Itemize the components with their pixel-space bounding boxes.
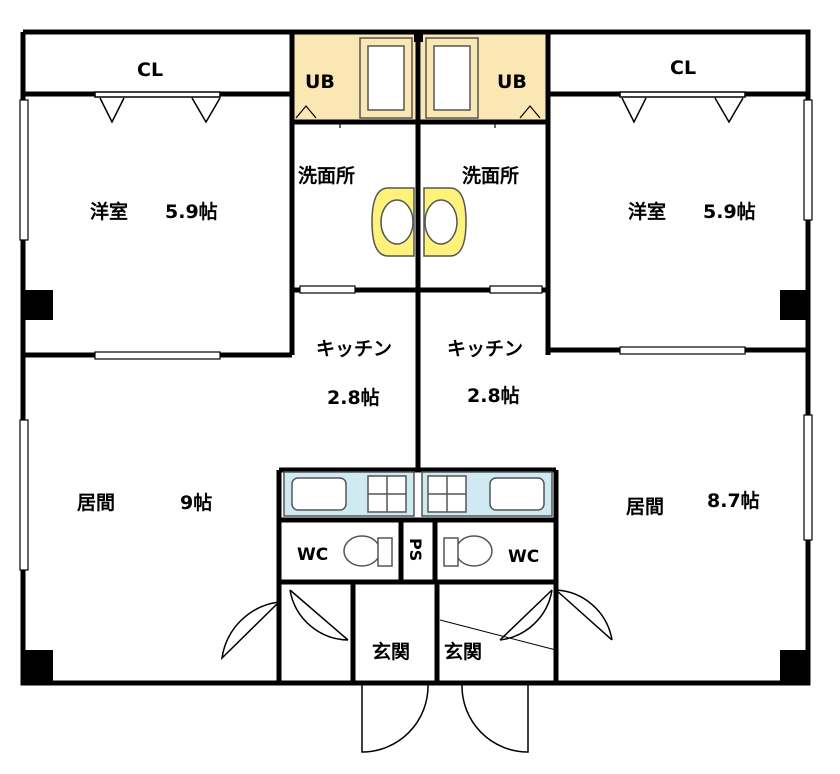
bath-left-label: UB bbox=[305, 71, 335, 93]
door-swings bbox=[220, 589, 613, 753]
pillars bbox=[23, 32, 808, 683]
bedroom-left-name: 洋室 bbox=[90, 201, 129, 223]
pipe-space-label: PS bbox=[406, 538, 425, 562]
kitchen-right-size: 2.8帖 bbox=[467, 385, 520, 407]
washroom-left-label: 洗面所 bbox=[298, 165, 356, 187]
closet-doors bbox=[94, 91, 746, 124]
living-right-name: 居間 bbox=[626, 496, 665, 518]
bathtubs bbox=[359, 37, 479, 119]
kitchen-right-name: キッチン bbox=[447, 338, 524, 360]
kitchen-left-size: 2.8帖 bbox=[327, 387, 380, 409]
bedroom-right-size: 5.9帖 bbox=[703, 201, 756, 223]
closet-right-label: CL bbox=[670, 57, 697, 79]
living-left-name: 居間 bbox=[77, 492, 116, 514]
entrance-left-label: 玄関 bbox=[372, 641, 411, 663]
bath-right-label: UB bbox=[497, 71, 527, 93]
toilet-right-label: WC bbox=[508, 547, 540, 567]
washroom-right-label: 洗面所 bbox=[462, 165, 520, 187]
kitchen-counters bbox=[283, 471, 553, 517]
closet-left-label: CL bbox=[137, 59, 164, 81]
windows bbox=[19, 99, 813, 571]
toilet-left-label: WC bbox=[297, 545, 329, 565]
wash-basins bbox=[371, 187, 467, 257]
living-right-size: 8.7帖 bbox=[707, 490, 760, 512]
bedroom-left-size: 5.9帖 bbox=[165, 201, 218, 223]
bath-doors bbox=[295, 105, 541, 128]
kitchen-left-name: キッチン bbox=[316, 338, 393, 360]
living-left-size: 9帖 bbox=[180, 492, 213, 514]
toilets bbox=[343, 535, 493, 567]
entrance-right-label: 玄関 bbox=[444, 641, 483, 663]
bedroom-right-name: 洋室 bbox=[628, 201, 667, 223]
